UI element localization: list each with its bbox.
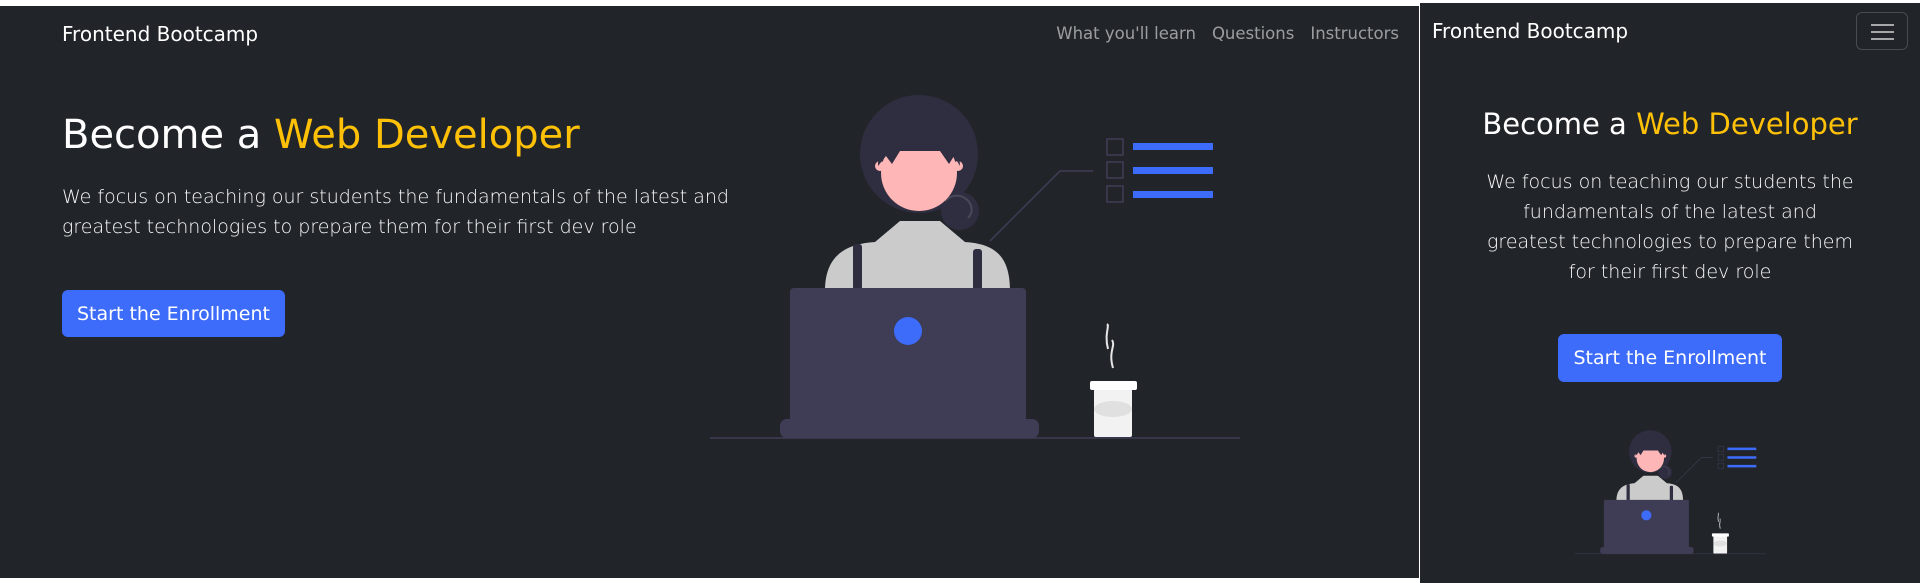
hero-title-prefix: Become a (1482, 107, 1637, 141)
navbar-brand[interactable]: Frontend Bootcamp (1432, 19, 1629, 43)
nav-link-questions[interactable]: Questions (1211, 24, 1295, 43)
mobile-viewport: Frontend Bootcamp Become a Web Developer… (1420, 3, 1920, 583)
nav-link-instructors[interactable]: Instructors (1310, 24, 1399, 43)
start-enrollment-button[interactable]: Start the Enrollment (1558, 334, 1782, 382)
hamburger-icon-bar (1871, 31, 1894, 33)
hamburger-icon-bar (1871, 38, 1894, 40)
navbar-links: What you'll learn Questions Instructors (1056, 24, 1399, 43)
hamburger-icon (1871, 24, 1894, 26)
nav-link-what-youll-learn[interactable]: What you'll learn (1056, 24, 1196, 43)
developer-illustration (710, 94, 1240, 439)
hero-lead: We focus on teaching our students the fu… (1486, 171, 1854, 283)
hero-title-highlight: Web Developer (274, 112, 580, 158)
navbar-toggler-button[interactable] (1856, 12, 1908, 50)
hero-title-prefix: Become a (62, 112, 275, 158)
hero-title: Become a Web Developer (62, 112, 580, 158)
start-enrollment-button[interactable]: Start the Enrollment (62, 290, 285, 337)
navbar-brand[interactable]: Frontend Bootcamp (62, 22, 259, 46)
desktop-viewport: Frontend Bootcamp What you'll learn Ques… (0, 6, 1419, 578)
hero-title: Become a Web Developer (1420, 107, 1920, 141)
hero-lead: We focus on teaching our students the fu… (62, 186, 729, 238)
hero-title-highlight: Web Developer (1636, 107, 1858, 141)
developer-illustration (1575, 429, 1766, 555)
